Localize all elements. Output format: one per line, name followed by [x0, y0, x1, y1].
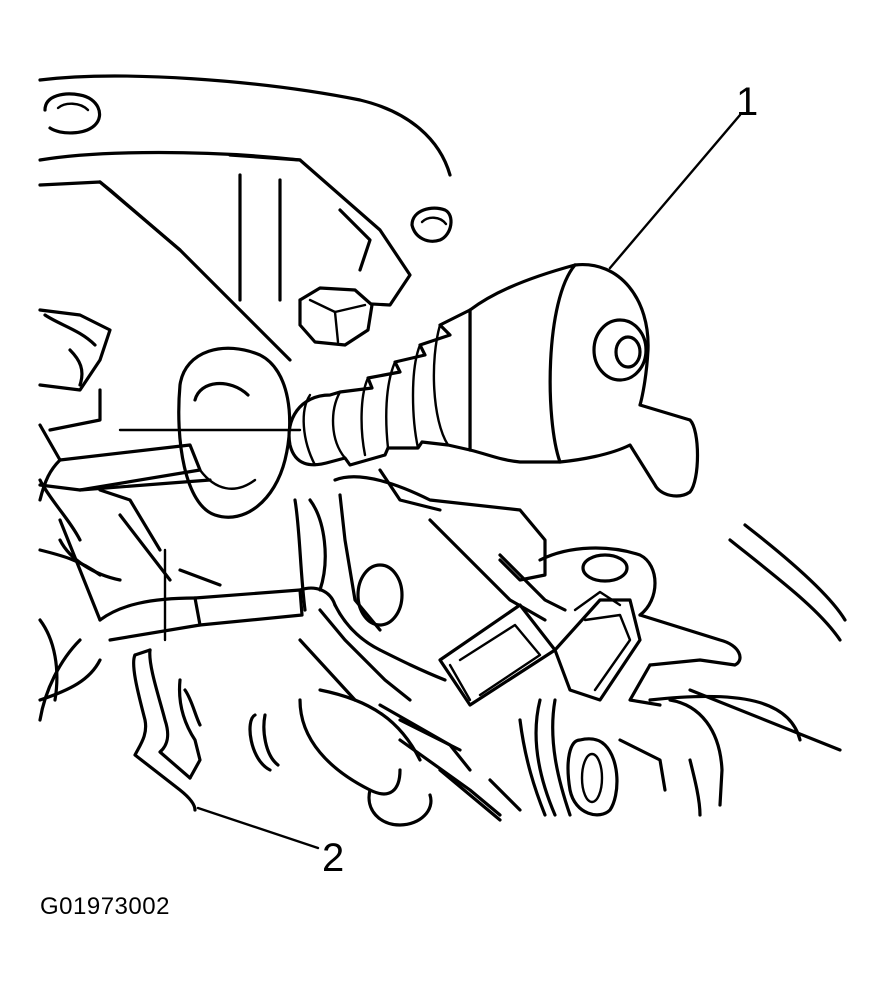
figure-id: G01973002: [40, 893, 170, 920]
electrical-connector: [438, 590, 642, 817]
case-bore: [177, 346, 292, 519]
hex-nut: [298, 286, 374, 347]
wiring-harness: [38, 423, 447, 722]
retaining-clip: [132, 648, 202, 812]
bolt-top-left: [43, 92, 102, 135]
bolt-top-right: [410, 206, 453, 243]
callout-label-1: 1: [736, 80, 759, 124]
case-center: [333, 468, 742, 707]
leader-line-1: [608, 113, 742, 270]
leader-line-2: [196, 806, 320, 850]
lower-housing: [248, 688, 842, 827]
case-arc-right: [728, 523, 847, 642]
solenoid: [118, 263, 700, 498]
callout-label-2: 2: [322, 836, 345, 880]
